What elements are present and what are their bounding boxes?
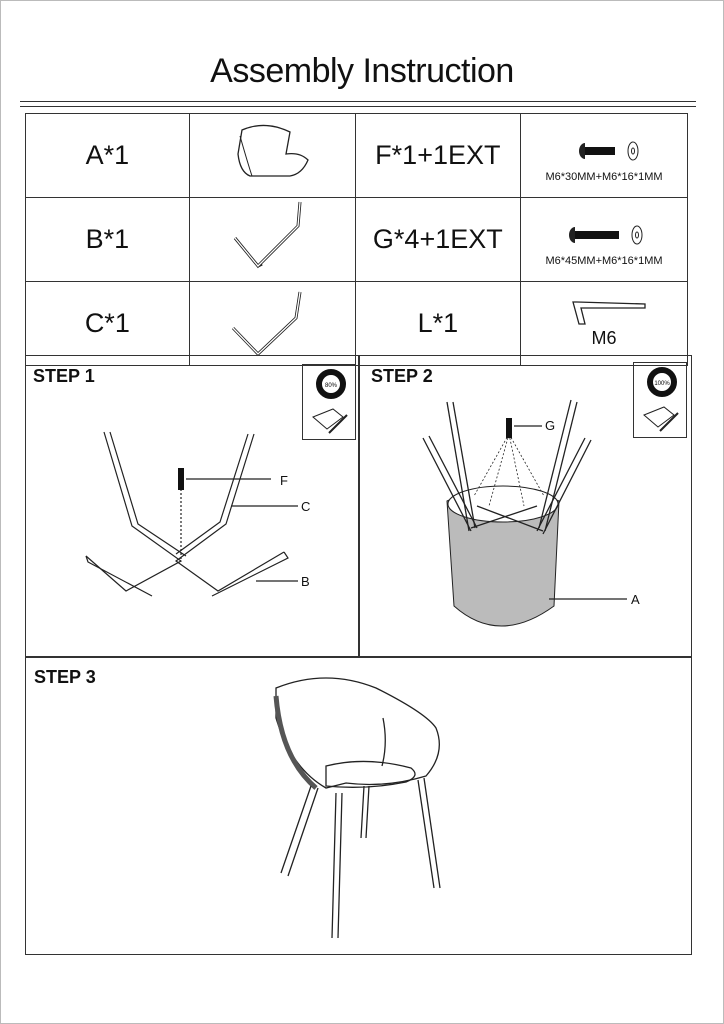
page-title: Assembly Instruction <box>210 52 514 90</box>
tighten-80-icon: 80% <box>312 369 348 434</box>
bolt-washer-icon <box>569 225 643 244</box>
callout-f: F <box>280 473 288 488</box>
part-spec: M6*45MM+M6*16*1MM <box>545 254 663 267</box>
callout-a: A <box>631 592 640 607</box>
tighten-percent: 100% <box>654 381 670 387</box>
parts-table: A*1 F*1+1EXT M6*30MM+M6*16*1MM B*1 G*4+1… <box>25 113 688 366</box>
parts-row: B*1 G*4+1EXT M6*45MM+M6*16*1MM <box>25 197 688 282</box>
part-label: A*1 <box>85 140 130 170</box>
step-label: STEP 1 <box>33 366 95 386</box>
tighten-100-icon: 100% <box>643 367 679 432</box>
step-2-diagram <box>422 399 627 627</box>
part-label: F*1+1EXT <box>375 140 501 170</box>
step-2-panel: STEP 2 100% G A <box>358 355 692 657</box>
part-label: B*1 <box>85 224 130 254</box>
part-spec: M6*30MM+M6*16*1MM <box>545 170 663 183</box>
allen-key-icon <box>572 301 646 325</box>
assembled-chair-diagram <box>273 677 441 939</box>
callout-c: C <box>301 499 311 514</box>
leg-frame-icon <box>231 291 302 357</box>
title-rule <box>20 101 696 102</box>
step-label: STEP 2 <box>371 366 433 386</box>
part-spec: M6 <box>591 328 617 348</box>
step-3-panel: STEP 3 <box>25 657 692 955</box>
parts-row: C*1 L*1 M6 <box>25 281 688 366</box>
parts-row: A*1 F*1+1EXT M6*30MM+M6*16*1MM <box>25 113 688 198</box>
bolt-washer-icon <box>579 141 639 160</box>
part-label: G*4+1EXT <box>372 224 503 254</box>
part-label: L*1 <box>417 308 459 338</box>
callout-g: G <box>545 418 556 433</box>
leg-frame-icon <box>233 201 302 269</box>
tighten-badge: 80% <box>302 364 356 440</box>
title-rule <box>20 106 696 107</box>
step-1-diagram <box>85 431 298 597</box>
chair-seat-icon <box>237 124 309 177</box>
step-1-panel: STEP 1 80% F C B <box>25 355 360 657</box>
tighten-badge: 100% <box>633 362 687 438</box>
callout-b: B <box>301 574 310 589</box>
tighten-percent: 80% <box>325 383 338 389</box>
part-label: C*1 <box>84 308 130 338</box>
step-label: STEP 3 <box>34 667 96 687</box>
